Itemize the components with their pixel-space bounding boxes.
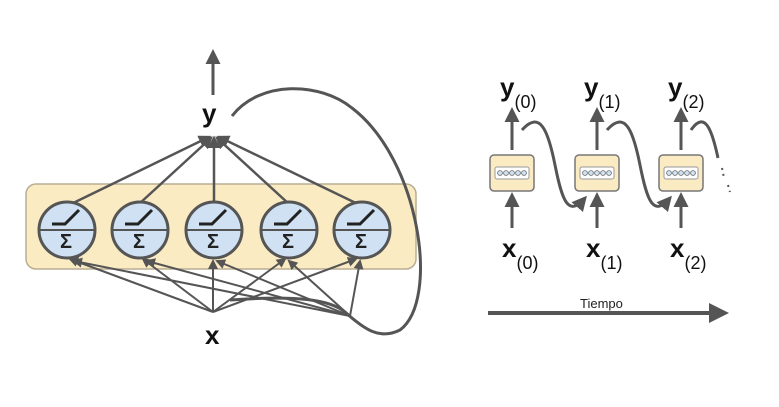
- cell-2: [658, 154, 704, 192]
- time-label: Tiempo: [580, 296, 623, 311]
- neuron-to-output-connections: [66, 135, 363, 208]
- recurrent-link-1-2: [605, 120, 672, 212]
- cell-neuron-dot: [672, 170, 678, 176]
- neuron-sum-symbol: Σ: [207, 231, 220, 253]
- recurrent-layer: [25, 49, 422, 336]
- recurrent-link-continue: [689, 120, 720, 159]
- activation-step-icon: [52, 208, 81, 226]
- neuron-sum-symbol: Σ: [60, 231, 73, 253]
- neuron-sum-symbol: Σ: [355, 231, 368, 253]
- output-y1-label: y(1): [584, 72, 620, 112]
- output-y1-sub: (1): [598, 92, 621, 112]
- activation-step-icon: [274, 208, 303, 226]
- input-connections: [68, 257, 364, 317]
- neuron-0: [37, 200, 97, 260]
- activation-step-icon: [347, 208, 376, 226]
- cell-neuron-dot: [678, 170, 684, 176]
- neurons: [37, 200, 392, 260]
- neuron-1: [110, 200, 170, 260]
- output-label-y: y: [202, 98, 217, 128]
- cell-neuron-dot: [606, 170, 612, 176]
- cell-0: [489, 154, 535, 192]
- input-x0-main: x: [502, 233, 517, 263]
- output-y0-main: y: [500, 72, 515, 102]
- cell-neuron-dot: [600, 170, 606, 176]
- neuron-3: [259, 200, 319, 260]
- recurrent-feedback-loop: [229, 87, 422, 336]
- output-y2-sub: (2): [682, 92, 705, 112]
- input-x1-sub: (1): [600, 253, 623, 273]
- output-y2-main: y: [668, 72, 683, 102]
- neuron-sum-symbol: Σ: [133, 231, 146, 253]
- input-label-x: x: [205, 320, 220, 350]
- cell-neuron-dot: [594, 170, 600, 176]
- output-y2-label: y(2): [668, 72, 704, 112]
- activation-step-icon: [125, 208, 154, 226]
- cell-neuron-dot: [684, 170, 690, 176]
- cell-neuron-dot: [588, 170, 594, 176]
- cell-neuron-dot: [582, 170, 588, 176]
- cell-neuron-dot: [509, 170, 515, 176]
- output-y1-main: y: [584, 72, 599, 102]
- cell-neuron-dot: [666, 170, 672, 176]
- cell-neuron-dot: [503, 170, 509, 176]
- cell-neuron-dot: [515, 170, 521, 176]
- input-x1-label: x(1): [586, 233, 622, 273]
- activation-step-icon: [199, 208, 228, 226]
- time-step-cells: [489, 154, 704, 192]
- input-x2-label: x(2): [670, 233, 706, 273]
- cell-neuron-dot: [497, 170, 503, 176]
- unrolled-network: [488, 107, 731, 323]
- output-y0-sub: (0): [514, 92, 537, 112]
- input-x2-sub: (2): [684, 253, 707, 273]
- cell-neuron-dot: [690, 170, 696, 176]
- neuron-sum-symbol: Σ: [282, 231, 295, 253]
- input-x0-sub: (0): [516, 253, 539, 273]
- output-y0-label: y(0): [500, 72, 536, 112]
- input-x2-main: x: [670, 233, 685, 263]
- neuron-4: [332, 200, 392, 260]
- input-x0-label: x(0): [502, 233, 538, 273]
- recurrent-link-0-1: [520, 120, 587, 212]
- cell-neuron-dot: [521, 170, 527, 176]
- continuation-dots: [721, 167, 731, 193]
- cell-1: [574, 154, 620, 192]
- input-x1-main: x: [586, 233, 601, 263]
- neuron-2: [184, 200, 244, 260]
